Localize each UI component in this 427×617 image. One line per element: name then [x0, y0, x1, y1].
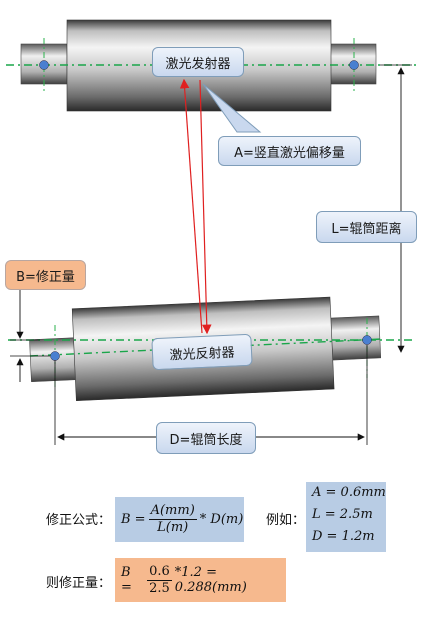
result-rhs: *1.2 = 0.288(mm)	[174, 565, 247, 595]
formula-box: B = A(mm) L(m) * D(m)	[115, 497, 244, 542]
formula-denominator: L(m)	[157, 520, 189, 535]
top-left-center-dot	[39, 60, 49, 70]
roller-length-label: D=辊筒长度	[156, 422, 256, 454]
bottom-right-center-dot	[362, 335, 372, 345]
top-right-center-dot	[349, 60, 359, 70]
offset-callout-pointer	[202, 83, 262, 133]
formula-lhs: B =	[121, 512, 146, 527]
roller-distance-label: L=辊筒距离	[316, 211, 417, 243]
formula-fraction: A(mm) L(m)	[148, 503, 197, 536]
bottom-roller-axis	[29, 338, 383, 357]
result-box: B = 0.6 2.5 *1.2 = 0.288(mm)	[115, 558, 286, 602]
example-line-a: A = 0.6mm	[312, 485, 386, 500]
laser-emitter-label: 激光发射器	[152, 47, 244, 77]
formula-rhs: * D(m)	[199, 512, 244, 527]
result-numerator: 0.6	[147, 563, 172, 581]
example-line-d: D = 1.2m	[312, 529, 375, 544]
correction-label: B=修正量	[5, 260, 86, 290]
laser-beam-down	[199, 79, 212, 335]
formula-numerator: A(mm)	[148, 503, 197, 520]
laser-beam-up	[179, 78, 203, 334]
result-lhs: B =	[121, 565, 132, 595]
example-box: A = 0.6mm L = 2.5m D = 1.2m	[306, 482, 386, 552]
result-label: 则修正量：	[46, 576, 112, 591]
bottom-roller-right-shaft	[328, 315, 382, 361]
example-label: 例如：	[266, 513, 306, 528]
formula-label: 修正公式：	[46, 513, 112, 528]
vertical-offset-label: A=竖直激光偏移量	[218, 136, 361, 166]
result-denominator: 2.5	[149, 580, 170, 596]
bottom-left-center-dot	[50, 351, 60, 361]
result-fraction: 0.6 2.5	[147, 564, 172, 597]
laser-reflector-label: 激光反射器	[151, 333, 253, 371]
example-line-l: L = 2.5m	[312, 507, 373, 522]
